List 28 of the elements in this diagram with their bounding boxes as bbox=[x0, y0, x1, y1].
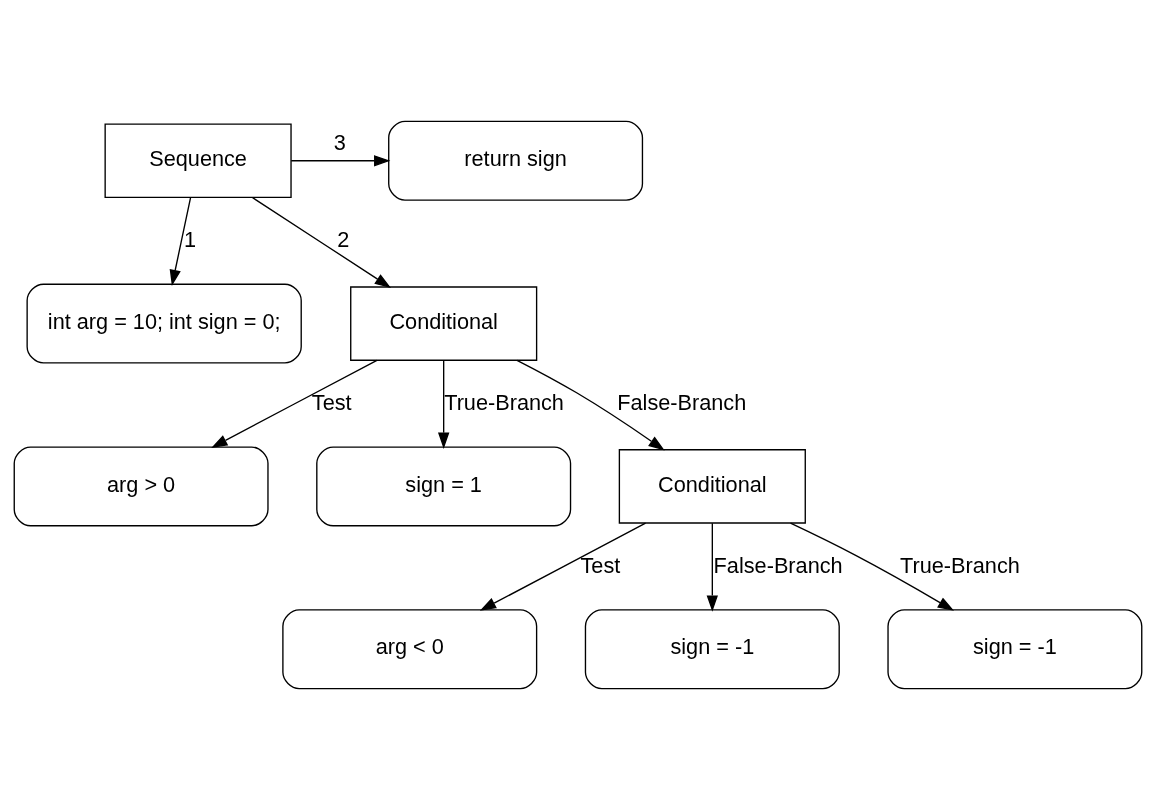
edge-label: Test bbox=[311, 389, 352, 415]
node-box: arg > 0 bbox=[13, 445, 269, 526]
edge-label: 2 bbox=[337, 226, 350, 252]
arrow bbox=[789, 522, 955, 611]
node-box: sign = 1 bbox=[316, 445, 572, 526]
arrow bbox=[169, 196, 192, 286]
edge-label: True-Branch bbox=[444, 389, 564, 415]
arrow bbox=[290, 154, 391, 166]
arrow bbox=[437, 359, 450, 449]
arrow bbox=[516, 359, 665, 450]
node-box: arg < 0 bbox=[282, 608, 538, 689]
node-box: Conditional bbox=[618, 448, 806, 524]
node-box: sign = -1 bbox=[584, 608, 840, 689]
arrow bbox=[479, 521, 647, 611]
node-box: int arg = 10; int sign = 0; bbox=[26, 283, 302, 364]
node-box: return sign bbox=[388, 120, 644, 201]
edge-label: Test bbox=[580, 552, 621, 578]
node-box: sign = -1 bbox=[887, 608, 1143, 689]
edge-label: 3 bbox=[333, 129, 346, 155]
node-box: Sequence bbox=[104, 122, 292, 198]
edge-label: 1 bbox=[183, 226, 196, 252]
arrow bbox=[251, 196, 392, 288]
arrow bbox=[706, 522, 719, 612]
arrow bbox=[211, 359, 378, 448]
edge-label: False-Branch bbox=[617, 389, 747, 415]
node-box: Conditional bbox=[350, 285, 538, 361]
edge-label: True-Branch bbox=[900, 552, 1020, 578]
edge-label: False-Branch bbox=[713, 552, 843, 578]
